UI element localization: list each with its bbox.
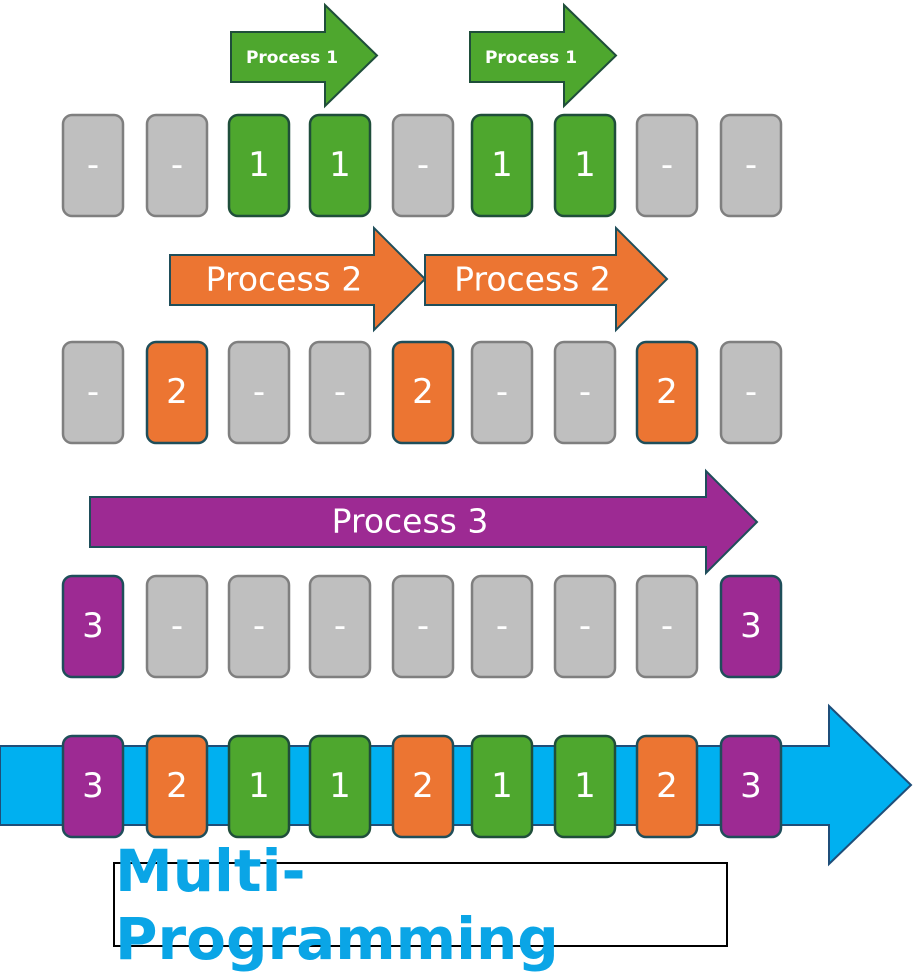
slot-label: 1 [248,145,270,185]
slot-label: - [334,372,346,412]
row-2-slot-9: - [719,340,783,445]
row-1-slot-3: 1 [227,113,291,218]
combined-slot-2: 2 [145,734,209,839]
slot-label: 1 [329,766,351,806]
diagram-title: Multi-Programming [115,836,559,973]
slot-label: 1 [491,145,513,185]
slot-label: - [171,606,183,646]
slot-label: - [417,145,429,185]
row-1-slot-2: - [145,113,209,218]
slot-label: - [496,606,508,646]
slot-label: - [661,606,673,646]
row-3-slot-1: 3 [61,574,125,679]
slot-label: - [579,372,591,412]
row-3-slot-9: 3 [719,574,783,679]
process-1-arrow-2: Process 1 [469,2,618,109]
slot-label: - [496,372,508,412]
arrow-label: Process 2 [454,260,611,299]
slot-label: 2 [166,372,188,412]
row-2-slot-1: - [61,340,125,445]
row-2-slot-5: 2 [391,340,455,445]
row-1-slot-7: 1 [553,113,617,218]
slot-label: - [745,372,757,412]
row-3-slot-5: - [391,574,455,679]
row-1-slot-5: - [391,113,455,218]
row-2-slot-6: - [470,340,534,445]
arrow-label: Process 2 [206,260,363,299]
slot-label: 2 [412,766,434,806]
row-3-slot-8: - [635,574,699,679]
combined-slot-6: 1 [470,734,534,839]
row-1-slot-6: 1 [470,113,534,218]
slot-label: - [661,145,673,185]
combined-slot-7: 1 [553,734,617,839]
combined-slot-9: 3 [719,734,783,839]
row-3-slot-4: - [308,574,372,679]
arrow-label: Process 1 [246,48,338,68]
combined-slot-4: 1 [308,734,372,839]
combined-slot-8: 2 [635,734,699,839]
arrow-label: Process 1 [485,48,577,68]
row-1-slot-1: - [61,113,125,218]
slot-label: - [87,145,99,185]
arrow-label: Process 3 [332,502,489,541]
row-2-slot-7: - [553,340,617,445]
slot-label: - [253,372,265,412]
slot-label: - [579,606,591,646]
slot-label: 1 [574,766,596,806]
slot-label: 2 [656,372,678,412]
row-2-slot-8: 2 [635,340,699,445]
slot-label: 3 [82,606,104,646]
slot-label: 3 [82,766,104,806]
slot-label: 3 [740,766,762,806]
slot-label: 1 [329,145,351,185]
slot-label: 1 [248,766,270,806]
process-2-arrow-1: Process 2 [169,225,427,333]
slot-label: 2 [412,372,434,412]
slot-label: - [253,606,265,646]
row-1-slot-4: 1 [308,113,372,218]
row-1-slot-8: - [635,113,699,218]
row-2-slot-2: 2 [145,340,209,445]
process-1-arrow-1: Process 1 [230,2,379,109]
row-3-slot-7: - [553,574,617,679]
row-2-slot-4: - [308,340,372,445]
combined-slot-5: 2 [391,734,455,839]
combined-slot-3: 1 [227,734,291,839]
slot-label: - [417,606,429,646]
process-3-arrow-1: Process 3 [89,468,759,576]
row-2-slot-3: - [227,340,291,445]
slot-label: - [87,372,99,412]
row-1-slot-9: - [719,113,783,218]
slot-label: 1 [574,145,596,185]
slot-label: - [334,606,346,646]
slot-label: 1 [491,766,513,806]
slot-label: - [745,145,757,185]
slot-label: 3 [740,606,762,646]
row-3-slot-2: - [145,574,209,679]
slot-label: - [171,145,183,185]
title-box: Multi-Programming [113,837,728,973]
row-3-slot-3: - [227,574,291,679]
combined-slot-1: 3 [61,734,125,839]
process-2-arrow-2: Process 2 [424,225,669,333]
slot-label: 2 [166,766,188,806]
row-3-slot-6: - [470,574,534,679]
slot-label: 2 [656,766,678,806]
